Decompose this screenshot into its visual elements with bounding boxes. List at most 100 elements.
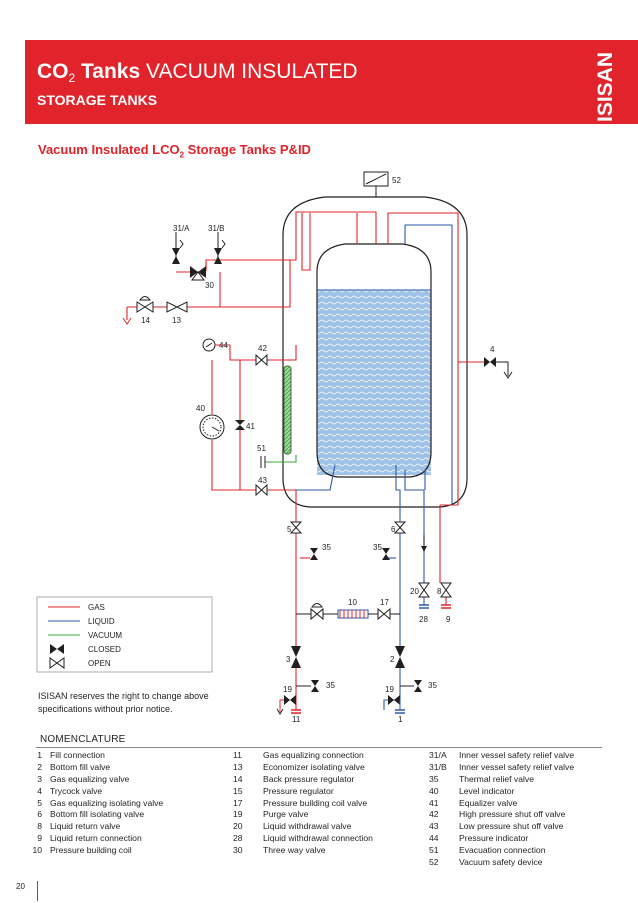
label-5: 5 [287,525,292,534]
vent-arrow [122,317,132,325]
header-banner: CO2 Tanks VACUUM INSULATED STORAGE TANKS [25,40,638,124]
label-41: 41 [246,422,255,431]
nomenclature-title: NOMENCLATURE [40,734,126,745]
label-44: 44 [219,341,228,350]
valve-20: 20 28 [410,582,430,624]
legend-open: OPEN [88,659,111,668]
page-title: CO2 Tanks VACUUM INSULATED [37,60,358,85]
valve-5: 5 [287,521,303,534]
evacuation-connection-51: 51 [257,444,266,468]
label-51: 51 [257,444,266,453]
vacuum-line [265,455,297,463]
legend-open-icon [49,657,65,669]
inner-vessel [316,243,432,478]
label-43: 43 [258,476,267,485]
liquid-level [317,290,431,475]
label-10: 10 [348,598,357,607]
label-31b: 31/B [208,224,224,233]
thermal-relief-35d: 35 [400,680,437,692]
thermal-relief-35c: 35 [296,680,335,692]
label-52: 52 [392,176,401,185]
thermal-relief-35b: 35 [373,543,390,560]
pressure-building-circuit: 10 17 [296,598,400,621]
label-35d: 35 [428,681,437,690]
equalizer-valve-41: 41 [235,420,255,431]
label-14: 14 [141,316,150,325]
level-glass [283,365,292,455]
label-9: 9 [446,615,451,624]
label-28: 28 [419,615,428,624]
valve-6: 6 [391,521,407,534]
diagram-title: Vacuum Insulated LCO2 Storage Tanks P&ID [38,142,311,160]
label-35b: 35 [373,543,382,552]
label-19a: 19 [283,685,292,694]
page-number: 20 [16,882,25,891]
level-indicator-40: 40 [196,404,225,440]
label-1: 1 [398,715,403,724]
regulator-14: 14 [136,296,154,325]
label-6: 6 [391,525,396,534]
disclaimer: ISISAN reserves the right to change abov… [38,691,209,714]
label-3: 3 [286,655,291,664]
thermal-relief-35a: 35 [310,543,331,560]
valve-2: 2 [390,646,405,668]
trycock-valve-4: 4 [484,345,513,379]
valve-13: 13 [166,301,188,325]
valve-8: 8 9 [437,582,452,624]
label-17: 17 [380,598,389,607]
label-19b: 19 [385,685,394,694]
legend-gas: GAS [88,603,105,612]
label-2: 2 [390,655,395,664]
connection-11: 11 [291,709,301,724]
vacuum-safety-device-52: 52 [363,171,401,197]
page-number-rule [37,881,38,901]
legend-closed: CLOSED [88,645,121,654]
label-31a: 31/A [173,224,190,233]
page-subtitle: STORAGE TANKS [37,92,158,108]
connection-1: 1 [395,700,405,724]
valve-3: 3 [286,646,301,668]
label-40: 40 [196,404,205,413]
legend-liquid: LIQUID [88,617,115,626]
relief-valve-31a: 31/A [172,224,190,264]
label-30: 30 [205,281,214,290]
nomenclature-divider [36,747,602,748]
outer-vessel [282,196,468,508]
legend-vacuum: VACUUM [88,631,122,640]
purge-valve-19b: 19 [385,685,400,705]
label-4: 4 [490,345,495,354]
valve-43: 43 [255,476,268,497]
valve-42: 42 [255,344,268,367]
legend: GAS LIQUID VACUUM CLOSED OPEN [36,596,213,673]
label-35c: 35 [326,681,335,690]
label-20: 20 [410,587,419,596]
label-8: 8 [437,587,442,596]
